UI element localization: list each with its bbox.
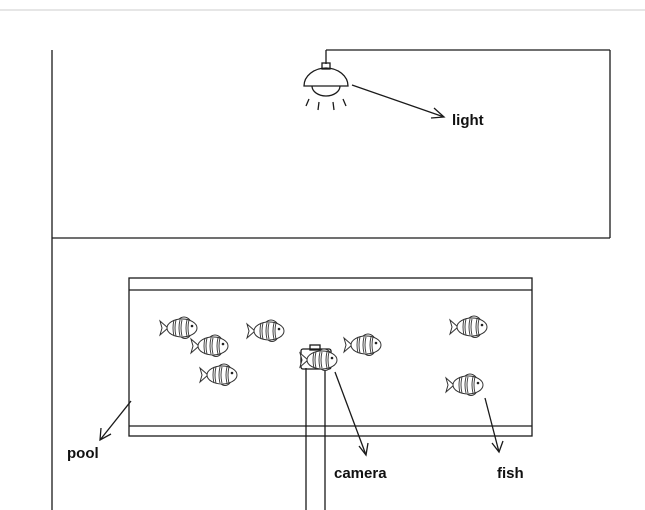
fish-icon (446, 374, 483, 396)
fish-icon (344, 334, 381, 356)
pool-arrow (100, 401, 131, 440)
fish-icon (200, 364, 237, 386)
camera-pole (306, 368, 325, 510)
fish-icon (450, 316, 487, 338)
fish-icon (191, 335, 228, 357)
light-label: light (452, 112, 484, 129)
fish-arrow (485, 398, 503, 452)
pool-label: pool (67, 445, 99, 462)
lamp-icon (304, 63, 348, 110)
fish-icon (160, 317, 197, 339)
fish-icon (247, 320, 284, 342)
light-arrow (352, 85, 444, 118)
fish-group (160, 316, 487, 396)
fish-label: fish (497, 465, 524, 482)
camera-arrow (335, 372, 368, 455)
camera-label: camera (334, 465, 387, 482)
